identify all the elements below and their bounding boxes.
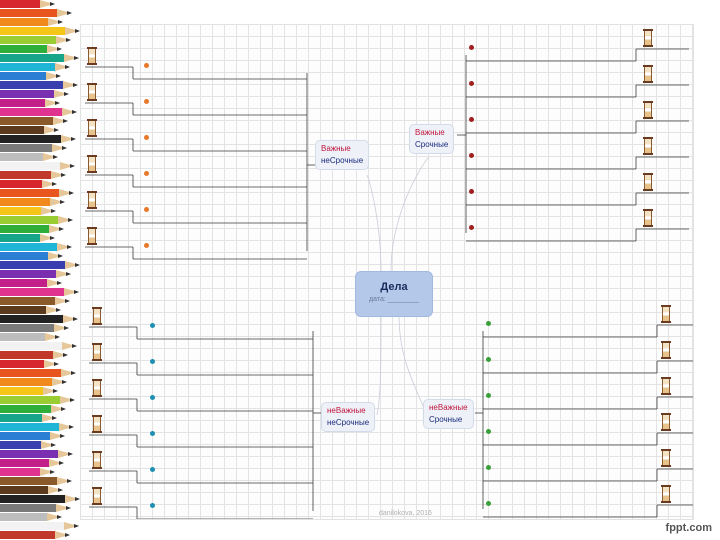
hourglass-icon xyxy=(661,449,671,467)
hourglass-icon xyxy=(92,415,102,433)
hourglass-icon xyxy=(92,343,102,361)
center-connector-curve xyxy=(366,174,382,272)
node-label-line1: Важные xyxy=(415,128,445,137)
hourglass-icon xyxy=(87,227,97,245)
node-label-line2: неСрочные xyxy=(327,418,370,427)
bullet-dot xyxy=(469,225,474,230)
node-label-line1: Важные xyxy=(321,144,351,153)
bullet-dot xyxy=(144,243,149,248)
bullet-dot xyxy=(150,431,155,436)
bullet-dot xyxy=(486,321,491,326)
node-unimportant-not-urgent[interactable]: неВажные неСрочные xyxy=(321,402,376,432)
mind-map-canvas: Дела дата: ________ Важные неСрочные Важ… xyxy=(80,24,694,520)
hourglass-icon xyxy=(87,119,97,137)
node-important-not-urgent[interactable]: Важные неСрочные xyxy=(315,140,370,170)
hourglass-icon xyxy=(87,83,97,101)
bullet-dot xyxy=(144,99,149,104)
hourglass-icon xyxy=(643,137,653,155)
center-date-field: дата: ________ xyxy=(369,296,419,303)
bullet-dot xyxy=(150,323,155,328)
hourglass-icon xyxy=(87,191,97,209)
bullet-dot xyxy=(150,503,155,508)
center-title: Дела xyxy=(380,281,408,293)
node-label-line1: неВажные xyxy=(429,403,468,412)
bullet-dot xyxy=(486,501,491,506)
bullet-dot xyxy=(469,81,474,86)
bullet-dot xyxy=(469,189,474,194)
bullet-dot xyxy=(144,171,149,176)
footer-credit: danilokova, 2016 xyxy=(379,510,432,517)
hourglass-icon xyxy=(661,413,671,431)
hourglass-icon xyxy=(92,307,102,325)
bullet-dot xyxy=(486,357,491,362)
center-connector-curve xyxy=(390,156,430,272)
hourglass-icon xyxy=(643,101,653,119)
hourglass-icon xyxy=(643,65,653,83)
center-connector-curve xyxy=(376,316,382,416)
bullet-dot xyxy=(486,393,491,398)
hourglass-icon xyxy=(661,305,671,323)
hourglass-icon xyxy=(92,451,102,469)
node-unimportant-urgent[interactable]: неВажные Срочные xyxy=(423,399,474,429)
fppt-logo: fppt.com xyxy=(665,522,712,534)
bullet-dot xyxy=(150,467,155,472)
bullet-dot xyxy=(144,135,149,140)
hourglass-icon xyxy=(643,173,653,191)
center-node[interactable]: Дела дата: ________ xyxy=(355,271,433,317)
bullet-dot xyxy=(144,63,149,68)
bullet-dot xyxy=(150,359,155,364)
bullet-dot xyxy=(144,207,149,212)
bullet-dot xyxy=(486,429,491,434)
node-label-line2: неСрочные xyxy=(321,156,364,165)
pencil-strip-decoration xyxy=(0,0,80,540)
bullet-dot xyxy=(469,45,474,50)
hourglass-icon xyxy=(87,47,97,65)
hourglass-icon xyxy=(92,379,102,397)
node-label-line1: неВажные xyxy=(327,406,366,415)
hourglass-icon xyxy=(92,487,102,505)
bullet-dot xyxy=(150,395,155,400)
bullet-dot xyxy=(469,117,474,122)
hourglass-icon xyxy=(661,341,671,359)
hourglass-icon xyxy=(661,377,671,395)
hourglass-icon xyxy=(643,209,653,227)
hourglass-icon xyxy=(643,29,653,47)
node-label-line2: Срочные xyxy=(429,415,463,424)
bullet-dot xyxy=(469,153,474,158)
bullet-dot xyxy=(486,465,491,470)
hourglass-icon xyxy=(87,155,97,173)
node-label-line2: Срочные xyxy=(415,140,449,149)
node-important-urgent[interactable]: Важные Срочные xyxy=(409,124,455,154)
hourglass-icon xyxy=(661,485,671,503)
